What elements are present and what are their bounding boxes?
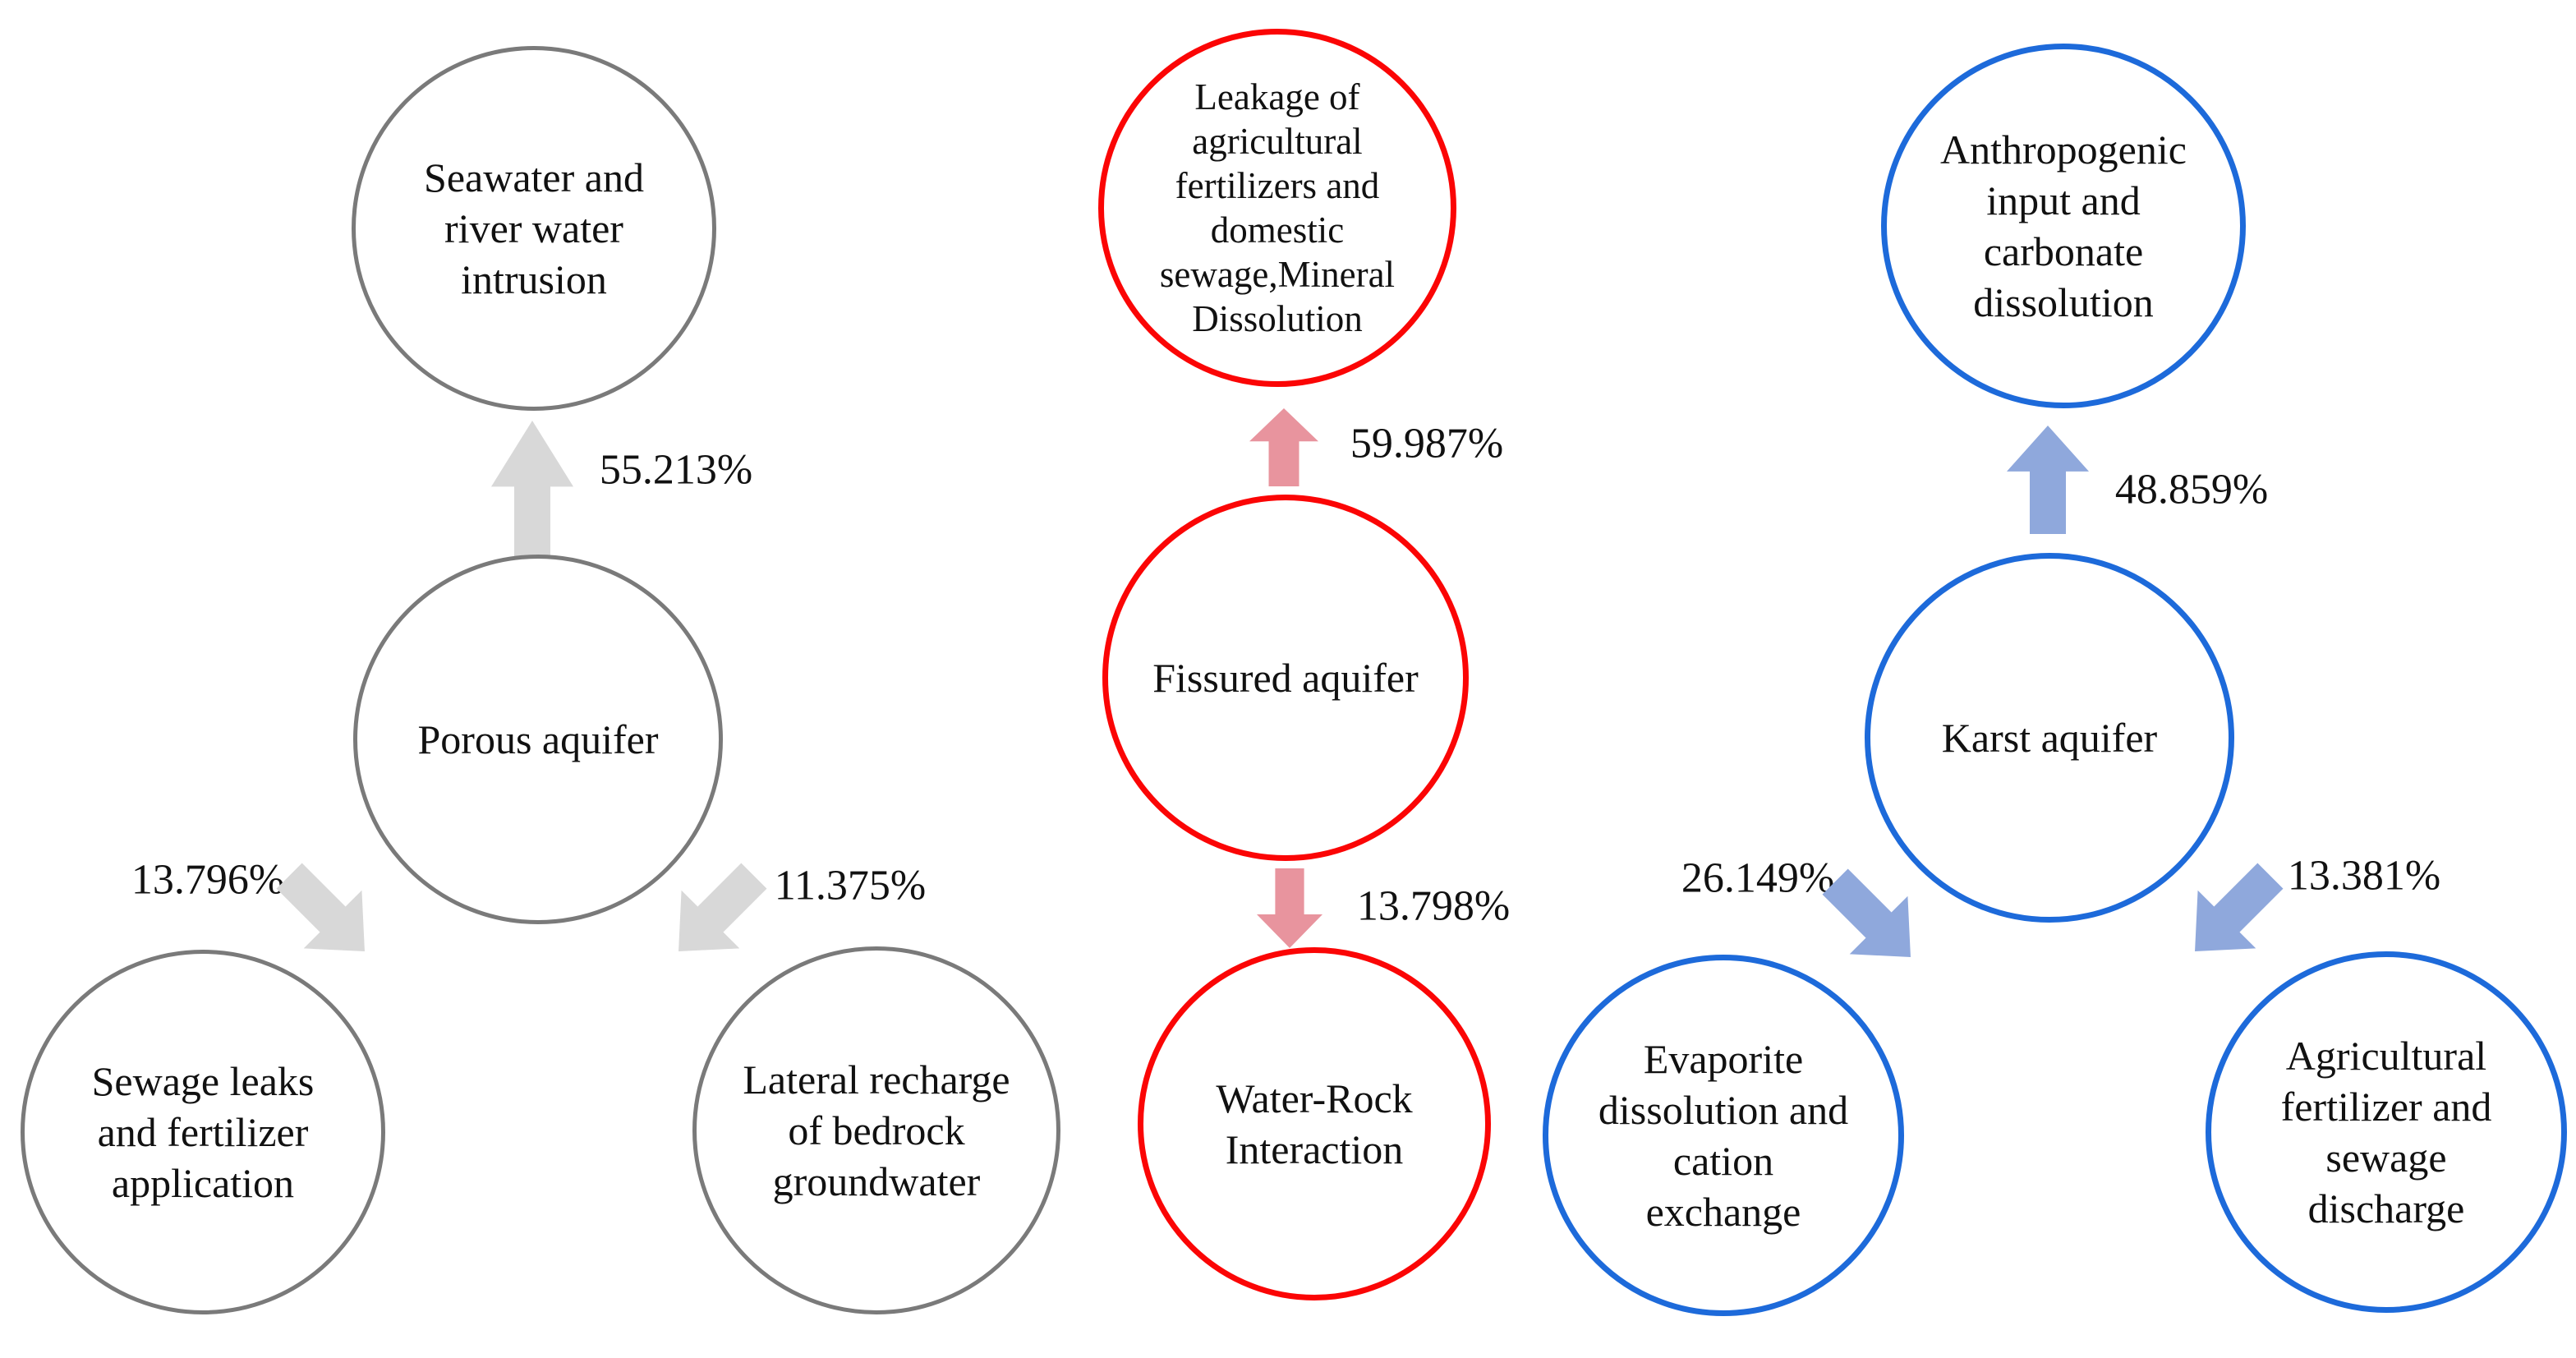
- node-evaporite-cation-exchange: Evaporite dissolution and cation exchang…: [1543, 955, 1904, 1316]
- node-label: Seawater and river water intrusion: [424, 154, 644, 302]
- node-agricultural-fertilizer-sewage: Agricultural fertilizer and sewage disch…: [2206, 951, 2567, 1313]
- node-label: Anthropogenic input and carbonate dissol…: [1940, 127, 2187, 325]
- node-label: Lateral recharge of bedrock groundwater: [743, 1056, 1010, 1204]
- node-lateral-recharge-bedrock: Lateral recharge of bedrock groundwater: [692, 946, 1060, 1314]
- node-porous-aquifer: Porous aquifer: [353, 555, 723, 924]
- node-label: Agricultural fertilizer and sewage disch…: [2280, 1033, 2492, 1231]
- node-karst-aquifer: Karst aquifer: [1865, 553, 2234, 923]
- percent-label-porous-right: 11.375%: [774, 862, 927, 909]
- down-right-arrow-porous: [650, 847, 784, 981]
- up-arrow-karst: [2007, 426, 2089, 534]
- node-label: Sewage leaks and fertilizer application: [91, 1058, 315, 1206]
- node-seawater-river-intrusion: Seawater and river water intrusion: [352, 46, 716, 411]
- node-label: Evaporite dissolution and cation exchang…: [1598, 1036, 1849, 1235]
- node-label: Karst aquifer: [1941, 715, 2158, 761]
- node-sewage-leaks-fertilizer: Sewage leaks and fertilizer application: [21, 950, 385, 1314]
- node-leakage-fertilizers-sewage: Leakage of agricultural fertilizers and …: [1098, 29, 1456, 387]
- node-label: Porous aquifer: [417, 716, 659, 762]
- down-left-arrow-karst: [1806, 853, 1940, 987]
- percent-label-karst-top: 48.859%: [2114, 466, 2269, 513]
- percent-label-fissured-bottom: 13.798%: [1356, 882, 1511, 930]
- percent-label-fissured-top: 59.987%: [1350, 420, 1504, 467]
- down-left-arrow-porous: [260, 847, 394, 981]
- node-fissured-aquifer: Fissured aquifer: [1102, 495, 1469, 861]
- node-water-rock-interaction: Water-Rock Interaction: [1138, 947, 1491, 1300]
- percent-label-karst-left: 26.149%: [1681, 854, 1835, 902]
- node-label: Leakage of agricultural fertilizers and …: [1159, 76, 1396, 339]
- percent-label-porous-top: 55.213%: [599, 446, 753, 494]
- up-arrow-fissured: [1249, 408, 1318, 486]
- node-label: Water-Rock Interaction: [1216, 1075, 1413, 1172]
- percent-label-karst-right: 13.381%: [2287, 852, 2441, 900]
- down-arrow-fissured: [1257, 868, 1322, 948]
- percent-label-porous-left: 13.796%: [131, 856, 285, 904]
- node-label: Fissured aquifer: [1152, 655, 1419, 701]
- up-arrow-porous: [491, 421, 573, 577]
- down-right-arrow-karst: [2166, 847, 2300, 981]
- node-anthropogenic-carbonate: Anthropogenic input and carbonate dissol…: [1881, 44, 2246, 408]
